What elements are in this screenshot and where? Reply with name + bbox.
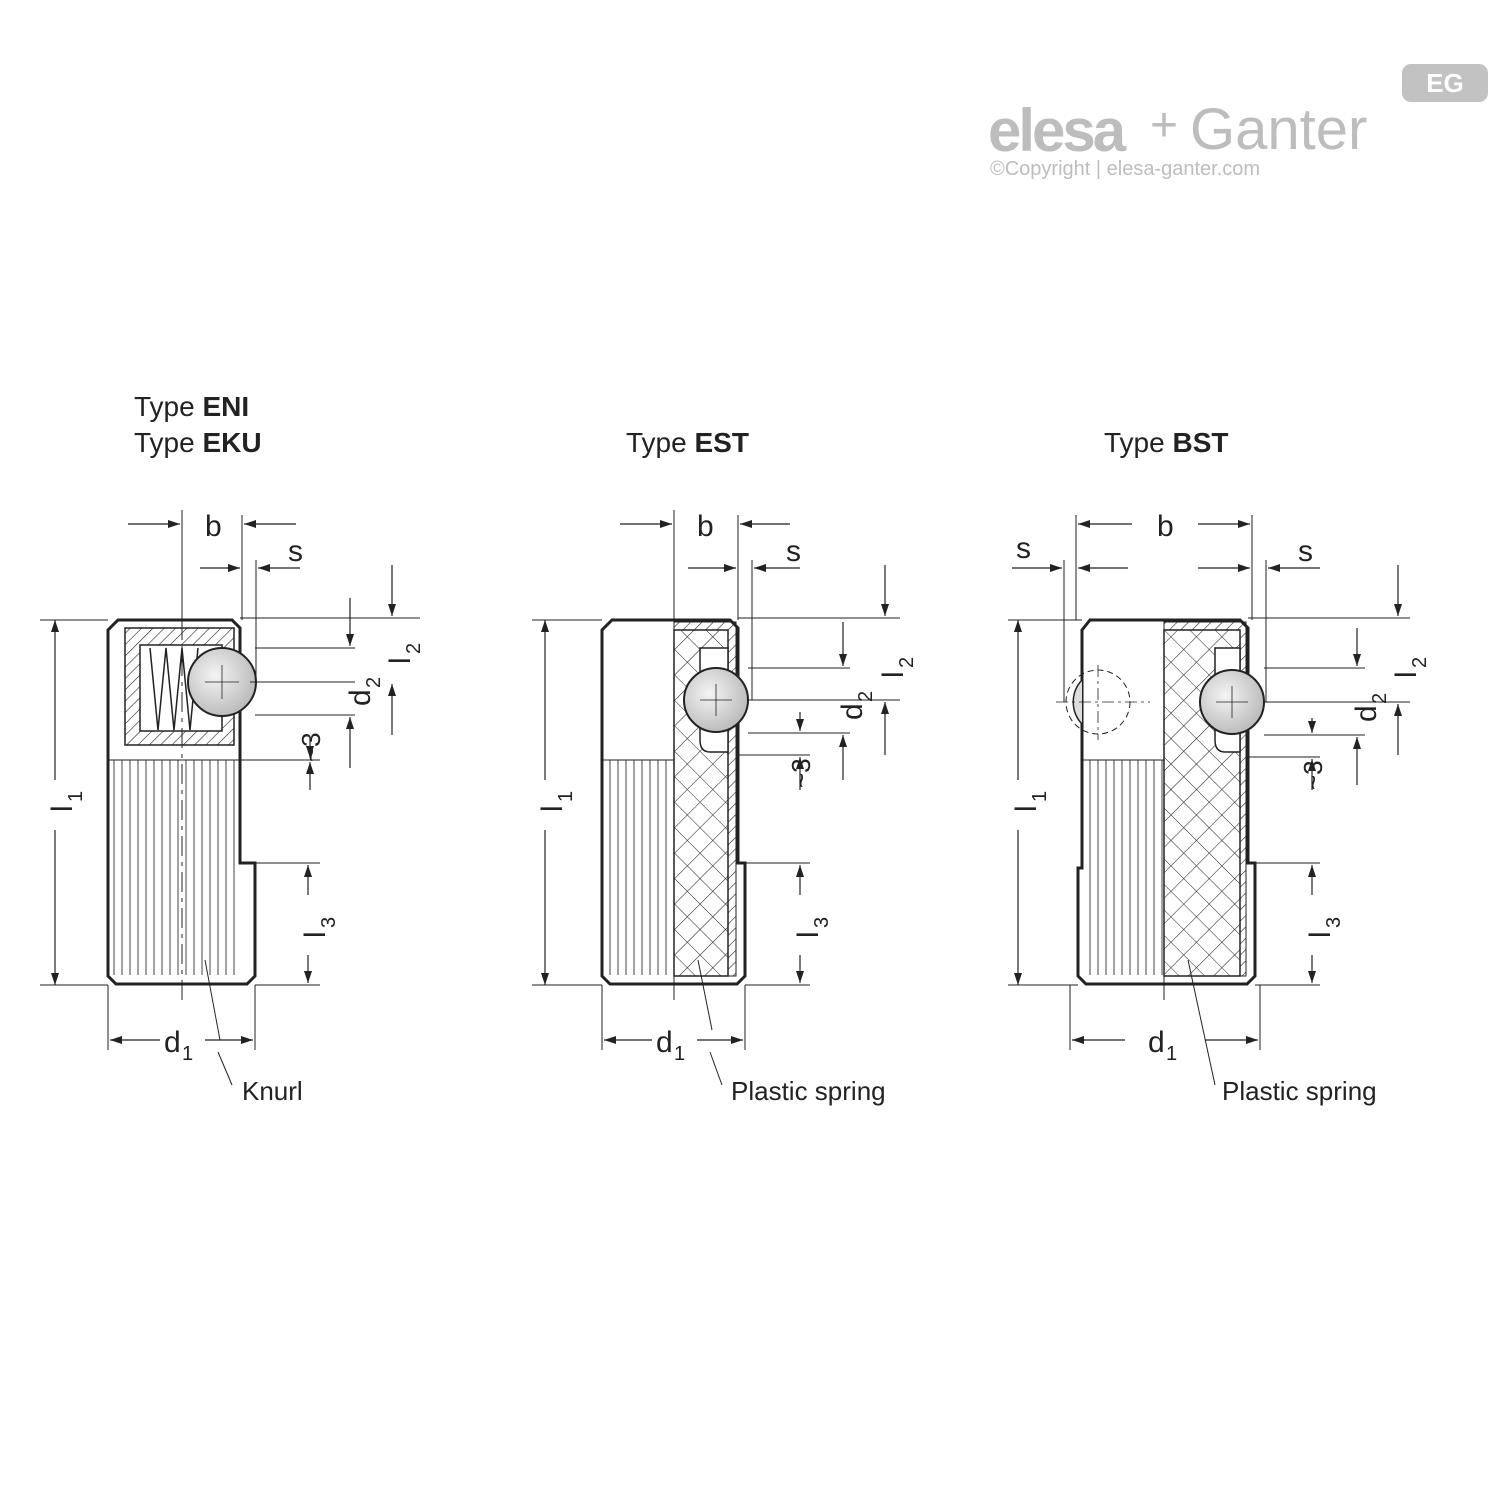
dim-l2-3: l2 <box>1390 657 1431 678</box>
dimension-label-part: d <box>344 689 377 706</box>
dimension-label-part: 3 <box>1323 917 1345 928</box>
dim-b-3: b <box>1157 510 1174 543</box>
dimension-label-part: ~3 <box>296 732 326 762</box>
dim-approx3-2: ~3 <box>786 758 816 788</box>
dimension-label-part: ~3 <box>1298 760 1328 790</box>
view-eni-eku <box>40 510 420 1086</box>
dimension-label-part: 1 <box>674 1043 685 1065</box>
dimension-label-part: d <box>1350 705 1383 722</box>
dimension-label-part: d <box>656 1026 673 1059</box>
title-est: Type EST <box>626 427 749 458</box>
title-eku: Type EKU <box>134 427 262 458</box>
callout-plastic-spring-bst: Plastic spring <box>1222 1076 1377 1106</box>
view-bst <box>1008 515 1410 1086</box>
dimension-label-part: 2 <box>403 643 425 654</box>
dim-l3-3: l3 <box>1304 917 1345 938</box>
dim-s-3-right: s <box>1298 535 1313 568</box>
dimension-label-part: d <box>836 703 869 720</box>
dim-s-2: s <box>786 535 801 568</box>
dimension-label-part: 2 <box>1409 657 1431 668</box>
dim-l2-1: l2 <box>384 643 425 664</box>
copyright-text: ©Copyright | elesa-ganter.com <box>990 158 1261 180</box>
dim-l3-2: l3 <box>792 917 833 938</box>
dimension-label-part: l <box>792 931 825 938</box>
dimension-label-part: l <box>536 805 569 812</box>
callout-plastic-spring-est: Plastic spring <box>731 1076 886 1106</box>
dim-b-1: b <box>205 510 222 543</box>
title-bst: Type BST <box>1104 427 1229 458</box>
dimension-label-part: 2 <box>1369 693 1391 704</box>
dimension-label-part: l <box>299 931 332 938</box>
callout-knurl: Knurl <box>242 1076 303 1106</box>
dimension-label-part: d <box>164 1026 181 1059</box>
dim-approx3-3: ~3 <box>1298 760 1328 790</box>
dim-s-1: s <box>288 535 303 568</box>
dimension-label-part: 2 <box>363 677 385 688</box>
dimension-label-part: 1 <box>1029 791 1051 802</box>
view-est <box>532 510 900 1086</box>
dimension-label-part: 3 <box>811 917 833 928</box>
dimension-label-part: 1 <box>555 791 577 802</box>
dim-b-2: b <box>697 510 714 543</box>
eg-badge-icon: EG <box>1402 64 1488 102</box>
dimension-label-part: 2 <box>896 657 918 668</box>
dimension-label-part: 3 <box>318 917 340 928</box>
dim-s-3-left: s <box>1016 532 1031 565</box>
dim-l1-1: l1 <box>46 791 87 812</box>
dimension-label-part: l <box>1010 805 1043 812</box>
dim-d2-2: d2 <box>836 691 877 720</box>
dimension-label-part: l <box>384 657 417 664</box>
dim-l2-2: l2 <box>877 657 918 678</box>
dimension-label-part: 1 <box>182 1043 193 1065</box>
logo-plus: + <box>1150 99 1179 152</box>
dim-l3-1: l3 <box>299 917 340 938</box>
dim-l1-3: l1 <box>1010 791 1051 812</box>
dimension-label-part: 1 <box>1166 1043 1177 1065</box>
dimension-label-part: l <box>1304 931 1337 938</box>
dimension-label-part: l <box>877 671 910 678</box>
dim-approx3-1: ~3 <box>296 732 326 762</box>
dimension-label-part: l <box>1390 671 1423 678</box>
dimension-label-part: l <box>46 805 79 812</box>
logo-elesa: elesa <box>988 97 1126 164</box>
dim-l1-2: l1 <box>536 791 577 812</box>
dimension-label-part: 2 <box>855 691 877 702</box>
dimension-label-part: d <box>1148 1026 1165 1059</box>
dim-d2-1: d2 <box>344 677 385 706</box>
title-eni: Type ENI <box>134 391 250 422</box>
dimension-label-part: 1 <box>65 791 87 802</box>
dim-d2-3: d2 <box>1350 693 1391 722</box>
dimension-label-part: ~3 <box>786 758 816 788</box>
logo-ganter: Ganter <box>1190 97 1368 162</box>
